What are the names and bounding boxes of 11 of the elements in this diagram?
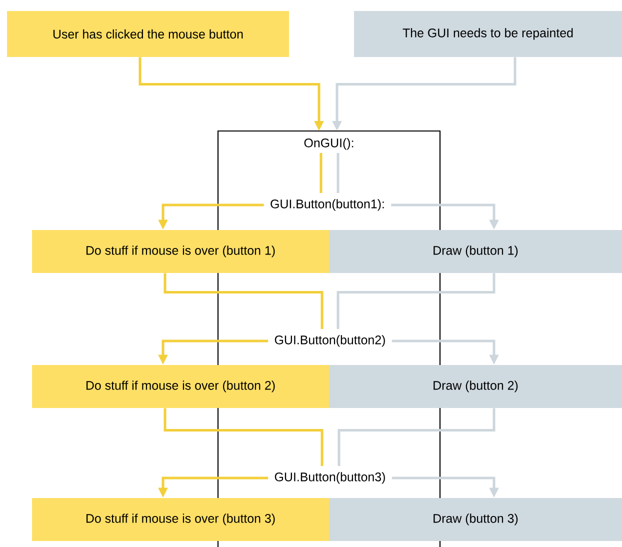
call-text: GUI.Button(button3)	[274, 472, 385, 484]
process-box: The GUI needs to be repainted	[354, 11, 622, 57]
call-text: GUI.Button(button2)	[274, 335, 385, 347]
call-text: GUI.Button(button1):	[270, 199, 384, 211]
process-box: Do stuff if mouse is over (button 1)	[32, 230, 329, 273]
process-box: Draw (button 1)	[329, 230, 622, 273]
process-box: Do stuff if mouse is over (button 3)	[32, 498, 329, 541]
process-box: Do stuff if mouse is over (button 2)	[32, 365, 329, 408]
process-box: Draw (button 3)	[329, 498, 622, 541]
process-box: User has clicked the mouse button	[7, 11, 289, 57]
process-box: Draw (button 2)	[329, 365, 622, 408]
